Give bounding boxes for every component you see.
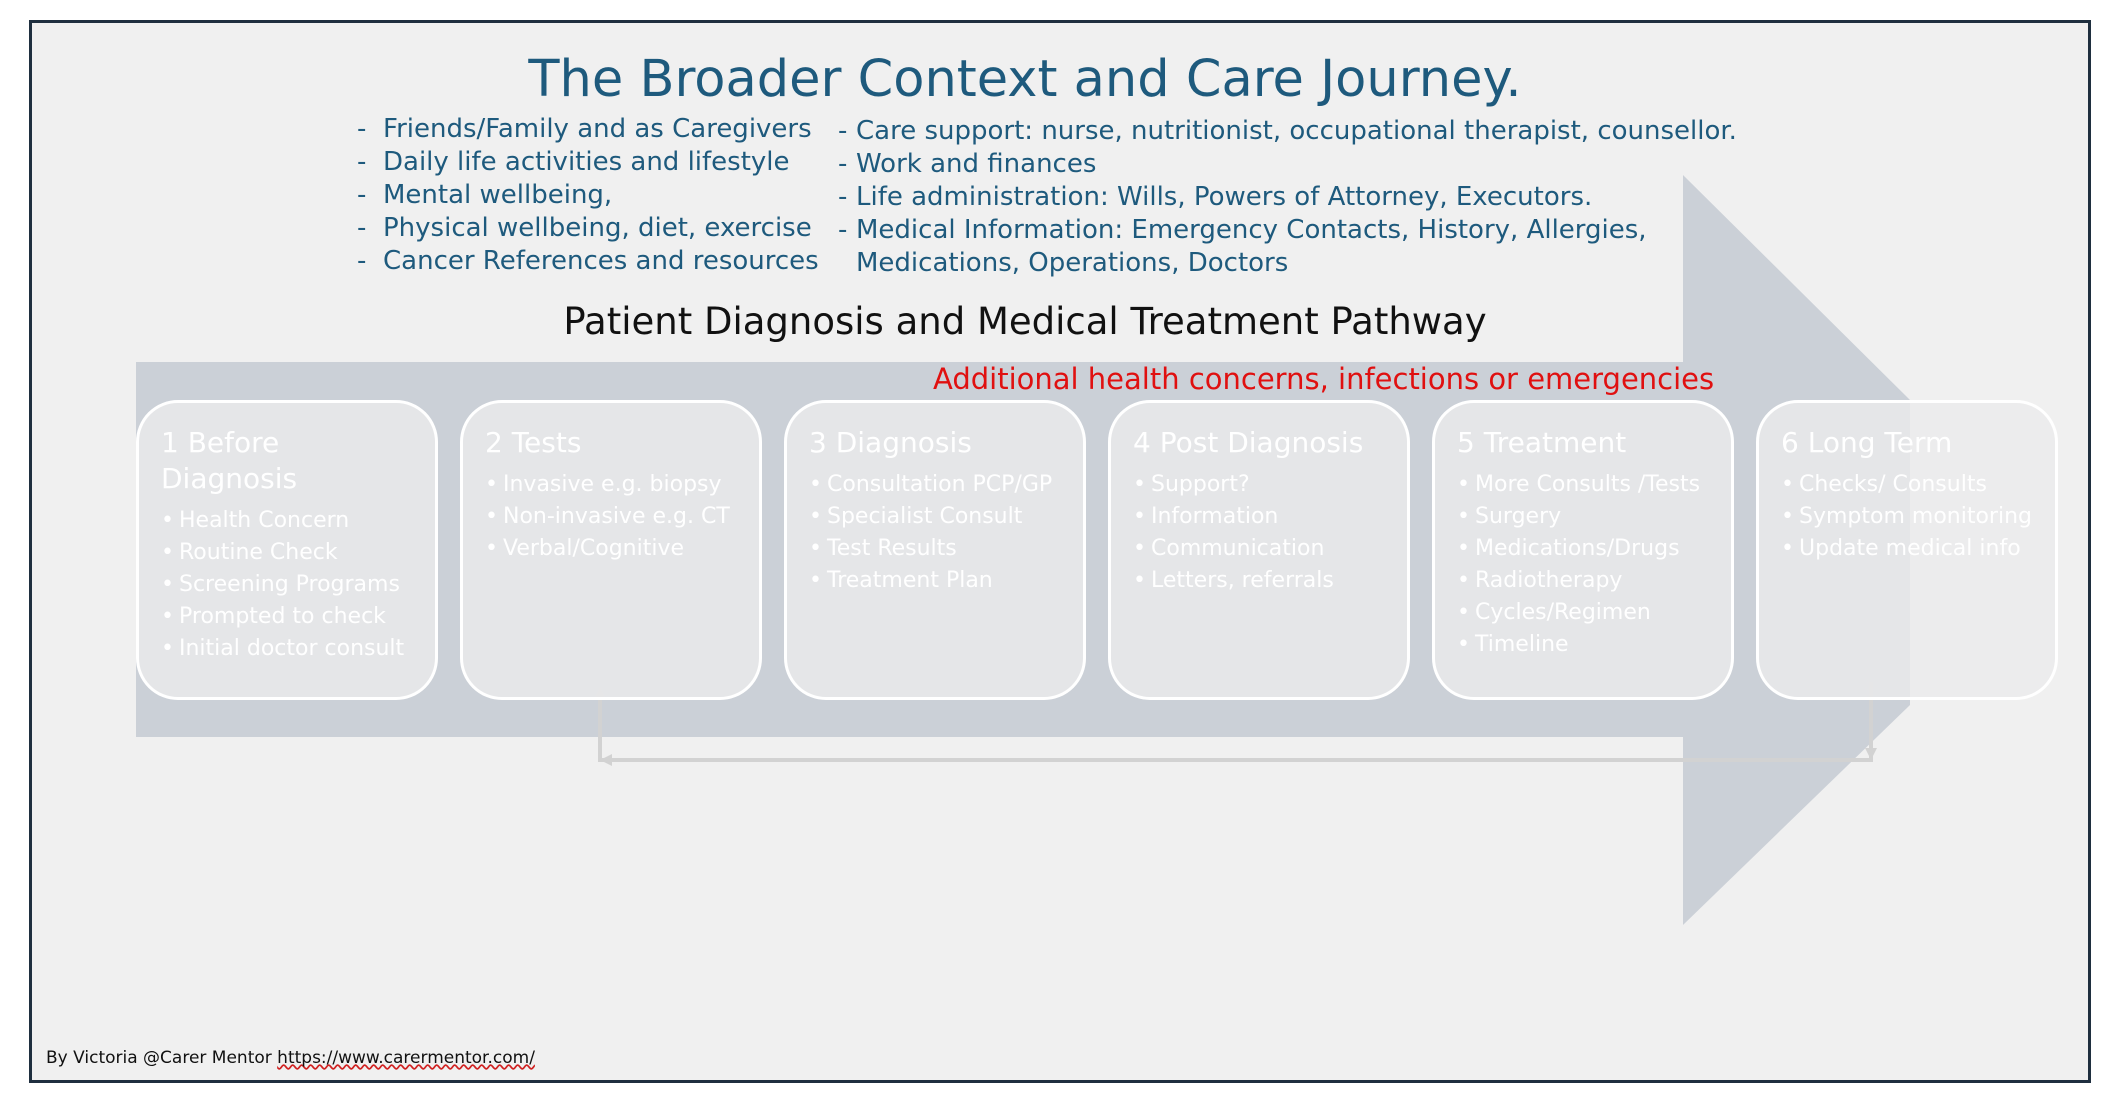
stage-item: Medications/Drugs xyxy=(1457,533,1731,565)
stage-items: Support? Information Communication Lette… xyxy=(1133,469,1407,597)
stage-items: Invasive e.g. biopsy Non-invasive e.g. C… xyxy=(485,469,759,565)
stage-item: Treatment Plan xyxy=(809,565,1083,597)
context-item: Daily life activities and lifestyle xyxy=(357,146,819,179)
stage-item: Verbal/Cognitive xyxy=(485,533,759,565)
stage-items: More Consults /Tests Surgery Medications… xyxy=(1457,469,1731,661)
stage-item: Letters, referrals xyxy=(1133,565,1407,597)
stage-item: Routine Check xyxy=(161,537,435,569)
stage-item: Radiotherapy xyxy=(1457,565,1731,597)
context-item-continuation: Medications, Operations, Doctors xyxy=(856,248,1289,278)
context-item: Physical wellbeing, diet, exercise xyxy=(357,212,819,245)
context-item: Medical Information: Emergency Contacts,… xyxy=(838,214,1737,247)
stage-item: Checks/ Consults xyxy=(1781,469,2055,501)
context-item: Life administration: Wills, Powers of At… xyxy=(838,181,1737,214)
page-title: The Broader Context and Care Journey. xyxy=(528,50,1522,109)
stage-title: 2 Tests xyxy=(485,426,582,459)
stage-item: Symptom monitoring xyxy=(1781,501,2055,533)
footer-credit: By Victoria @Carer Mentor https://www.ca… xyxy=(46,1048,535,1068)
stage-title: 6 Long Term xyxy=(1781,426,1953,459)
stage-tests: 2 Tests Invasive e.g. biopsy Non-invasiv… xyxy=(460,400,762,700)
stage-title: 5 Treatment xyxy=(1457,426,1627,459)
context-item: Mental wellbeing, xyxy=(357,179,819,212)
stage-title: 3 Diagnosis xyxy=(809,426,972,459)
stage-item: Prompted to check xyxy=(161,601,435,633)
stage-item: Update medical info xyxy=(1781,533,2055,565)
stage-post-diagnosis: 4 Post Diagnosis Support? Information Co… xyxy=(1108,400,1410,700)
stage-item: Cycles/Regimen xyxy=(1457,597,1731,629)
stage-long-term: 6 Long Term Checks/ Consults Symptom mon… xyxy=(1756,400,2058,700)
stage-treatment: 5 Treatment More Consults /Tests Surgery… xyxy=(1432,400,1734,700)
footer-text: By Victoria @Carer Mentor xyxy=(46,1048,278,1068)
stage-item: Surgery xyxy=(1457,501,1731,533)
context-item: Care support: nurse, nutritionist, occup… xyxy=(838,115,1737,148)
context-list-right: Care support: nurse, nutritionist, occup… xyxy=(838,115,1737,280)
stage-item: Specialist Consult xyxy=(809,501,1083,533)
stage-item: Invasive e.g. biopsy xyxy=(485,469,759,501)
stage-item: Communication xyxy=(1133,533,1407,565)
stage-title: 1 Before Diagnosis xyxy=(161,426,298,495)
stage-diagnosis: 3 Diagnosis Consultation PCP/GP Speciali… xyxy=(784,400,1086,700)
stage-item: Support? xyxy=(1133,469,1407,501)
stage-items: Consultation PCP/GP Specialist Consult T… xyxy=(809,469,1083,597)
stage-before-diagnosis: 1 Before Diagnosis Health Concern Routin… xyxy=(136,400,438,700)
footer-link[interactable]: https://www.carermentor.com/ xyxy=(277,1048,535,1068)
stage-item: Information xyxy=(1133,501,1407,533)
stage-item: Non-invasive e.g. CT xyxy=(485,501,759,533)
context-list-left: Friends/Family and as Caregivers Daily l… xyxy=(357,113,819,278)
stage-item: Health Concern xyxy=(161,505,435,537)
stage-item: More Consults /Tests xyxy=(1457,469,1731,501)
additional-concerns-note: Additional health concerns, infections o… xyxy=(933,362,1715,396)
stage-items: Health Concern Routine Check Screening P… xyxy=(161,505,435,665)
context-item: Work and finances xyxy=(838,148,1737,181)
stage-item: Test Results xyxy=(809,533,1083,565)
stage-item: Initial doctor consult xyxy=(161,633,435,665)
context-item: Cancer References and resources xyxy=(357,245,819,278)
stage-item: Timeline xyxy=(1457,629,1731,661)
context-item: Friends/Family and as Caregivers xyxy=(357,113,819,146)
stage-items: Checks/ Consults Symptom monitoring Upda… xyxy=(1781,469,2055,565)
stage-item: Consultation PCP/GP xyxy=(809,469,1083,501)
stage-item: Screening Programs xyxy=(161,569,435,601)
pathway-title: Patient Diagnosis and Medical Treatment … xyxy=(563,300,1487,343)
stage-title: 4 Post Diagnosis xyxy=(1133,426,1364,459)
